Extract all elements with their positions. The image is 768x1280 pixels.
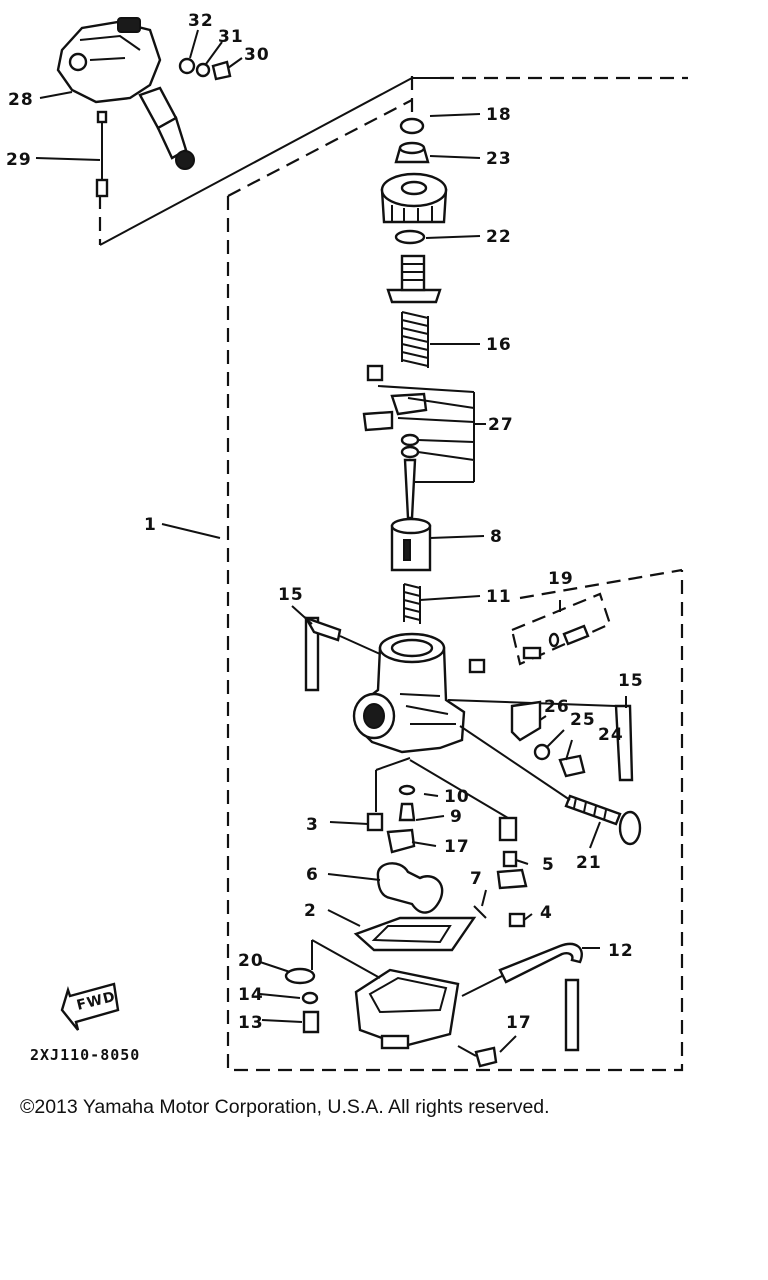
part-5-needle-valve [496, 816, 528, 890]
callout-32: 31 [218, 27, 244, 47]
part-25-screw [558, 754, 586, 778]
callout-3: 3 [306, 815, 319, 835]
callout-11: 11 [486, 587, 512, 607]
callout-23: 22 [486, 227, 512, 247]
part-29-oil-pump [56, 17, 195, 170]
part-10-washer [398, 784, 416, 796]
part-22-adjust-screw [564, 794, 642, 846]
callout-31: 30 [244, 45, 270, 65]
callout-26: 25 [570, 710, 596, 730]
part-33-nut [178, 57, 196, 75]
callout-7: 7 [470, 869, 483, 889]
callout-15-left: 15 [278, 585, 304, 605]
part-27-bracket [510, 700, 542, 742]
fwd-arrow-icon: FWD [60, 982, 120, 1031]
copyright-notice: ©2013 Yamaha Motor Corporation, U.S.A. A… [20, 1096, 550, 1118]
part-9-needle-jet [398, 802, 416, 822]
part-21-plate [284, 967, 316, 985]
part-plug [386, 254, 442, 304]
part-19-washer [399, 117, 425, 135]
callout-15-right: 15 [618, 671, 644, 691]
part-14-washer [301, 991, 319, 1005]
callout-29: 28 [8, 90, 34, 110]
part-6-float [376, 862, 444, 914]
part-4-screw [508, 912, 526, 928]
drawing-code: 2XJ110-8050 [30, 1046, 140, 1064]
callout-16: 17 [444, 837, 470, 857]
callout-30: 29 [6, 150, 32, 170]
part-16-float-arm [386, 828, 416, 854]
callout-25: 24 [598, 725, 624, 745]
part-2-gasket [353, 916, 477, 952]
callout-14: 14 [238, 985, 264, 1005]
part-carburetor-body [352, 632, 486, 754]
part-3-jet [366, 812, 384, 832]
callout-13: 13 [238, 1013, 264, 1033]
callout-27: 26 [544, 697, 570, 717]
part-30-cable [95, 110, 109, 198]
assembly-boundary [226, 76, 688, 1072]
callout-5: 5 [542, 855, 555, 875]
part-cap [380, 172, 448, 224]
callout-17: 16 [486, 335, 512, 355]
part-8-throttle-slide [390, 517, 432, 572]
callout-9: 9 [450, 807, 463, 827]
callout-20: 19 [548, 569, 574, 589]
callout-24: 23 [486, 149, 512, 169]
part-17-spring [401, 311, 429, 368]
part-26-washer [533, 743, 551, 761]
part-24-nut [394, 141, 430, 164]
callout-6: 6 [306, 865, 319, 885]
callout-12: 12 [608, 941, 634, 961]
callout-2: 2 [304, 901, 317, 921]
callout-10: 10 [444, 787, 470, 807]
part-float-bowl [354, 968, 460, 1050]
callout-22: 21 [576, 853, 602, 873]
callout-8: 8 [490, 527, 503, 547]
carburetor-exploded-diagram: FWD 28 29 32 31 30 18 23 22 16 27 1 8 19… [6, 11, 688, 1072]
part-12-hose [498, 942, 583, 1052]
callout-18: 17 [506, 1013, 532, 1033]
callout-4: 4 [540, 903, 553, 923]
part-32-washer [195, 62, 211, 78]
callout-33: 32 [188, 11, 214, 31]
part-18-screw [474, 1046, 498, 1068]
callout-1: 1 [144, 515, 157, 535]
part-11-spring [403, 583, 421, 624]
part-20-air-screw [522, 624, 590, 660]
part-15-hose-left [303, 615, 342, 692]
part-13-screw [302, 1010, 320, 1034]
callout-19: 18 [486, 105, 512, 125]
part-31-screw [211, 60, 232, 81]
part-23-o-ring [394, 229, 426, 245]
callout-28: 27 [488, 415, 514, 435]
callout-21: 20 [238, 951, 264, 971]
